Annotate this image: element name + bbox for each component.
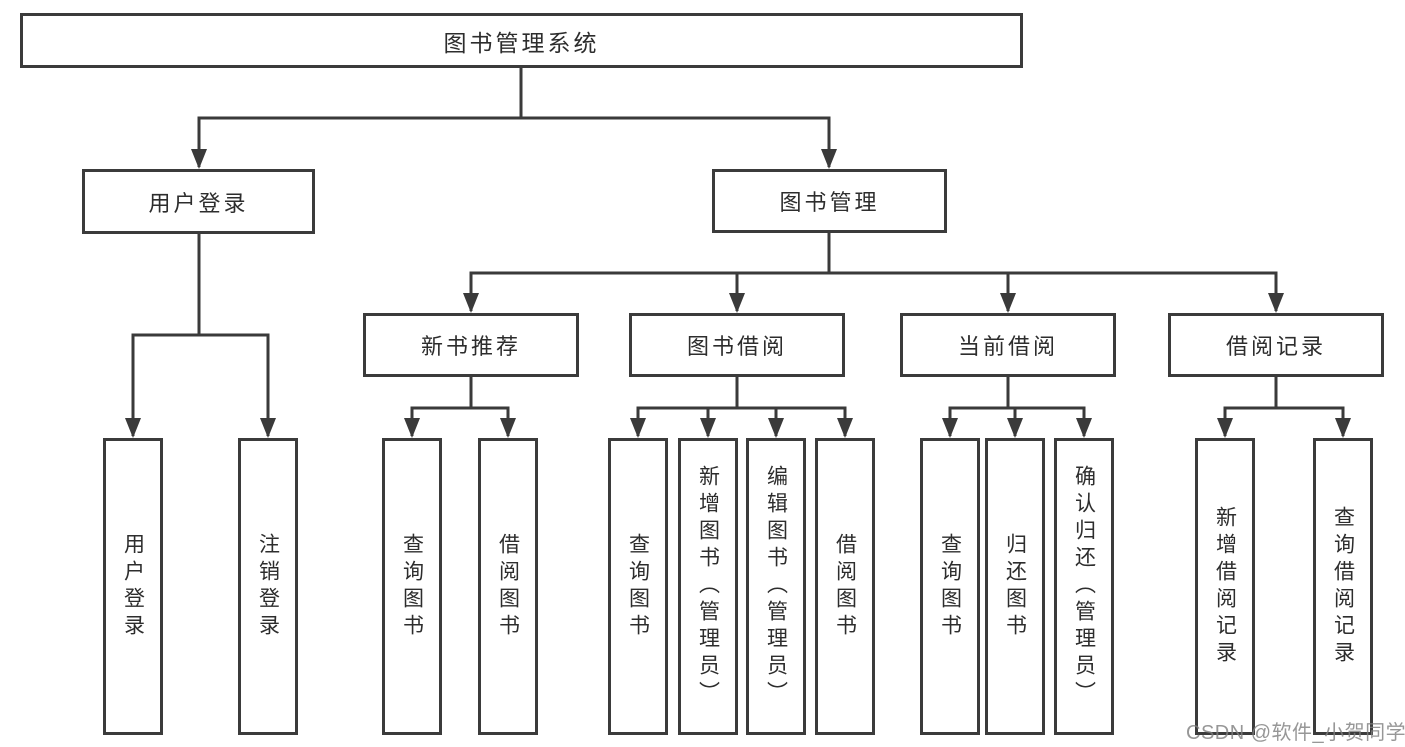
leaf-confirm-return-admin: 确认归还（管理员）	[1054, 438, 1114, 735]
node-library-management-system: 图书管理系统	[20, 13, 1023, 68]
node-user-login: 用户登录	[82, 169, 315, 234]
node-current-borrowing: 当前借阅	[900, 313, 1116, 377]
leaf-label: 查询图书	[400, 532, 424, 641]
leaf-logout: 注销登录	[238, 438, 298, 735]
leaf-label: 查询图书	[938, 532, 962, 641]
leaf-edit-book-admin: 编辑图书（管理员）	[746, 438, 806, 735]
leaf-query-books-recommend: 查询图书	[382, 438, 442, 735]
leaf-query-books-borrow: 查询图书	[608, 438, 668, 735]
leaf-label: 新增借阅记录	[1213, 505, 1237, 668]
node-label: 图书管理系统	[443, 29, 600, 56]
node-borrowing-records: 借阅记录	[1168, 313, 1384, 377]
node-label: 图书借阅	[686, 334, 787, 359]
leaf-label: 确认归还（管理员）	[1072, 465, 1096, 708]
leaf-borrow-books: 借阅图书	[815, 438, 875, 735]
node-book-borrowing: 图书借阅	[629, 313, 845, 377]
leaf-add-borrow-record: 新增借阅记录	[1195, 438, 1255, 735]
leaf-user-login: 用户登录	[103, 438, 163, 735]
node-label: 图书管理	[779, 190, 880, 215]
leaf-label: 查询借阅记录	[1331, 505, 1355, 668]
csdn-watermark: CSDN @软件_小贺同学	[1186, 722, 1405, 744]
leaf-query-borrow-record: 查询借阅记录	[1313, 438, 1373, 735]
leaf-label: 用户登录	[121, 532, 145, 641]
node-label: 当前借阅	[957, 334, 1058, 359]
leaf-label: 借阅图书	[833, 532, 857, 641]
leaf-label: 新增图书（管理员）	[696, 465, 720, 708]
leaf-return-books: 归还图书	[985, 438, 1045, 735]
leaf-query-books-current: 查询图书	[920, 438, 980, 735]
node-book-management: 图书管理	[712, 169, 947, 233]
leaf-label: 注销登录	[256, 532, 280, 641]
node-new-book-recommendation: 新书推荐	[363, 313, 579, 377]
leaf-label: 借阅图书	[496, 532, 520, 641]
node-label: 用户登录	[148, 190, 249, 216]
node-label: 新书推荐	[420, 334, 521, 359]
node-label: 借阅记录	[1225, 334, 1326, 359]
leaf-label: 编辑图书（管理员）	[764, 465, 788, 708]
leaf-label: 归还图书	[1003, 532, 1027, 641]
leaf-add-book-admin: 新增图书（管理员）	[678, 438, 738, 735]
leaf-borrow-books-recommend: 借阅图书	[478, 438, 538, 735]
leaf-label: 查询图书	[626, 532, 650, 641]
